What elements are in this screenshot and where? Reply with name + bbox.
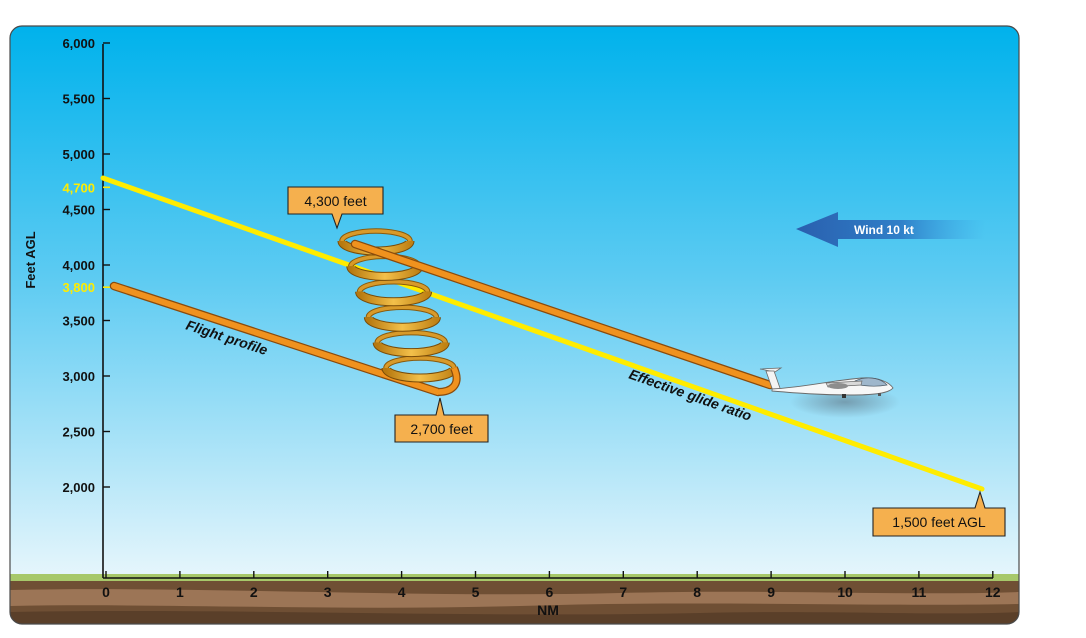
y-axis-ticks: 2,000 2,500 3,000 3,500 4,000 4,500 5,000 5,500…	[62, 36, 110, 495]
ground	[10, 574, 1019, 624]
wind-arrow: Wind 10 kt	[796, 212, 985, 247]
flight-profile-path	[109, 281, 443, 397]
spiral-loop-front	[347, 265, 423, 280]
callout-bottom-of-climb-text: 2,700 feet	[410, 421, 472, 437]
x-tick-label: 2	[250, 584, 258, 600]
y-tick-label: 3,500	[62, 314, 95, 329]
y-axis-label: Feet AGL	[23, 231, 38, 288]
x-tick-label: 6	[546, 584, 554, 600]
glider-icon	[759, 367, 900, 418]
callout-top-of-climb-text: 4,300 feet	[304, 193, 366, 209]
y-tick-label: 6,000	[62, 36, 95, 51]
callout-bottom-of-climb: 2,700 feet	[394, 397, 489, 443]
y-tick-label: 5,000	[62, 147, 95, 162]
spiral-loop-back-fill	[366, 305, 439, 318]
x-axis-label: NM	[537, 602, 559, 618]
spiral-entry	[437, 366, 460, 395]
spiral-loop-back-fill	[384, 356, 456, 369]
diagram-frame	[9, 25, 1020, 625]
callout-final-altitude: 1,500 feet AGL	[872, 490, 1006, 537]
x-tick-label: 12	[985, 584, 1001, 600]
upper-flight-path	[350, 239, 775, 390]
x-tick-label: 9	[767, 584, 775, 600]
x-tick-label: 3	[324, 584, 332, 600]
x-tick-label: 11	[911, 584, 926, 600]
y-tick-label: 4,500	[62, 203, 95, 218]
y-tick-label: 5,500	[62, 92, 95, 107]
spiral-loop-front	[364, 316, 440, 331]
spiral-loop-front	[382, 367, 458, 382]
x-tick-label: 0	[102, 584, 110, 600]
callout-top-of-climb: 4,300 feet	[287, 186, 384, 230]
x-tick-label: 8	[693, 584, 701, 600]
callout-final-altitude-text: 1,500 feet AGL	[892, 514, 986, 530]
x-tick-label: 5	[472, 584, 480, 600]
x-tick-label: 7	[619, 584, 627, 600]
spiral-loop-back-fill	[375, 330, 447, 343]
x-tick-label: 1	[176, 584, 184, 600]
axes: 2,000 2,500 3,000 3,500 4,000 4,500 5,000 5,500…	[23, 36, 1001, 618]
y-tick-label: 2,500	[62, 425, 95, 440]
x-tick-label: 10	[837, 584, 853, 600]
y-tick-label: 3,000	[62, 369, 95, 384]
y-highlight-tick-label: 3,800	[62, 280, 95, 295]
sky-background	[10, 26, 1019, 586]
spiral-loop-front	[356, 290, 432, 306]
y-highlight-tick-label: 4,700	[62, 180, 95, 195]
spiral-loop-back-fill	[357, 280, 430, 293]
wind-label: Wind 10 kt	[854, 223, 914, 237]
effective-glide-line	[100, 175, 985, 492]
spiral-loop-back-fill	[340, 229, 412, 242]
y-tick-label: 2,000	[62, 480, 95, 495]
spiral-loop-front	[373, 341, 449, 357]
x-tick-label: 4	[398, 584, 406, 600]
y-tick-label: 4,000	[62, 258, 95, 273]
